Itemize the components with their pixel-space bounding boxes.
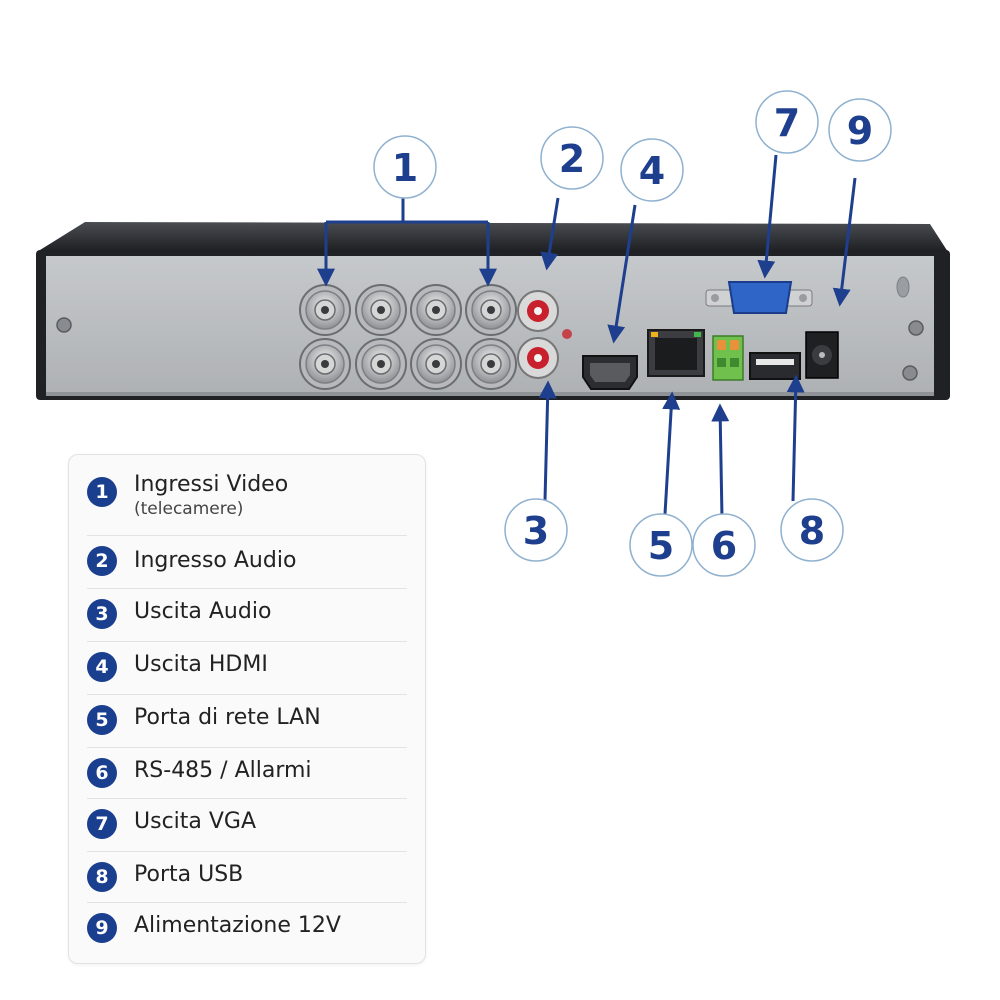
- screw-icon: [902, 365, 918, 381]
- callout-7-label: 7: [774, 101, 800, 145]
- callout-9-label: 9: [847, 109, 873, 153]
- legend-label-3: Uscita Audio: [134, 599, 272, 624]
- callout-2: 2: [540, 126, 604, 190]
- legend-badge-1: 1: [87, 477, 117, 507]
- audio-in-rca-connector: [517, 290, 559, 332]
- legend-item-6: 6 RS-485 / Allarmi: [87, 747, 407, 799]
- callout-2-label: 2: [559, 137, 585, 181]
- legend-item-3: 3 Uscita Audio: [87, 588, 407, 642]
- callout-8-label: 8: [799, 509, 825, 553]
- bnc-connector-4: [465, 284, 517, 336]
- legend-label-1: Ingressi Video: [134, 472, 289, 497]
- callout-7: 7: [755, 90, 819, 154]
- bnc-connector-2: [355, 284, 407, 336]
- audio-out-rca-connector: [517, 337, 559, 379]
- screw-icon: [56, 317, 72, 333]
- legend-badge-7: 7: [87, 809, 117, 839]
- callout-6-label: 6: [711, 524, 737, 568]
- callout-1-label: 1: [392, 146, 418, 190]
- legend-panel: 1 Ingressi Video (telecamere) 2 Ingresso…: [68, 454, 426, 964]
- hdmi-port: [582, 355, 638, 390]
- callout-3: 3: [504, 498, 568, 562]
- legend-item-8: 8 Porta USB: [87, 851, 407, 903]
- legend-badge-4: 4: [87, 652, 117, 682]
- legend-label-6: RS-485 / Allarmi: [134, 758, 312, 783]
- legend-label-2: Ingresso Audio: [134, 548, 297, 573]
- power-dc-jack: [805, 331, 839, 379]
- bnc-connector-6: [355, 338, 407, 390]
- callout-6: 6: [692, 513, 756, 577]
- legend-label-9: Alimentazione 12V: [134, 913, 341, 938]
- bnc-connector-3: [410, 284, 462, 336]
- callout-5: 5: [629, 513, 693, 577]
- callout-5-label: 5: [648, 524, 674, 568]
- rs485-terminal-block: [712, 335, 744, 381]
- legend-label-8: Porta USB: [134, 862, 244, 887]
- callout-lines: [317, 154, 857, 519]
- legend-item-7: 7 Uscita VGA: [87, 798, 407, 852]
- audio-led-icon: [562, 329, 572, 339]
- legend-item-2: 2 Ingresso Audio: [87, 535, 407, 589]
- callout-8: 8: [780, 498, 844, 562]
- callout-1: 1: [373, 135, 437, 199]
- dvr-rear-panel-diagram: 1 2 3 4 5 6 7 8 9: [36, 90, 950, 577]
- vga-port: [705, 281, 813, 314]
- screw-icon: [908, 320, 924, 336]
- callout-4: 4: [620, 138, 684, 202]
- legend-label-4: Uscita HDMI: [134, 652, 268, 677]
- callout-3-label: 3: [523, 509, 549, 553]
- callout-4-label: 4: [639, 149, 665, 193]
- lan-rj45-port: [647, 329, 705, 377]
- bnc-connector-8: [465, 338, 517, 390]
- legend-badge-6: 6: [87, 758, 117, 788]
- callout-9: 9: [828, 98, 892, 162]
- legend-badge-8: 8: [87, 862, 117, 892]
- legend-label-7: Uscita VGA: [134, 809, 257, 834]
- legend-badge-9: 9: [87, 913, 117, 943]
- legend-badge-3: 3: [87, 599, 117, 629]
- legend-item-4: 4 Uscita HDMI: [87, 641, 407, 695]
- bnc-video-inputs: [299, 284, 517, 390]
- bnc-connector-7: [410, 338, 462, 390]
- legend-label-5: Porta di rete LAN: [134, 705, 321, 730]
- legend-item-5: 5 Porta di rete LAN: [87, 694, 407, 748]
- legend-sublabel-1: (telecamere): [134, 499, 244, 519]
- legend-badge-5: 5: [87, 705, 117, 735]
- legend-item-9: 9 Alimentazione 12V: [87, 902, 407, 954]
- legend-badge-2: 2: [87, 546, 117, 576]
- usb-port: [749, 352, 801, 380]
- legend-item-1: 1 Ingressi Video (telecamere): [87, 469, 407, 536]
- bnc-connector-5: [299, 338, 351, 390]
- bnc-connector-1: [299, 284, 351, 336]
